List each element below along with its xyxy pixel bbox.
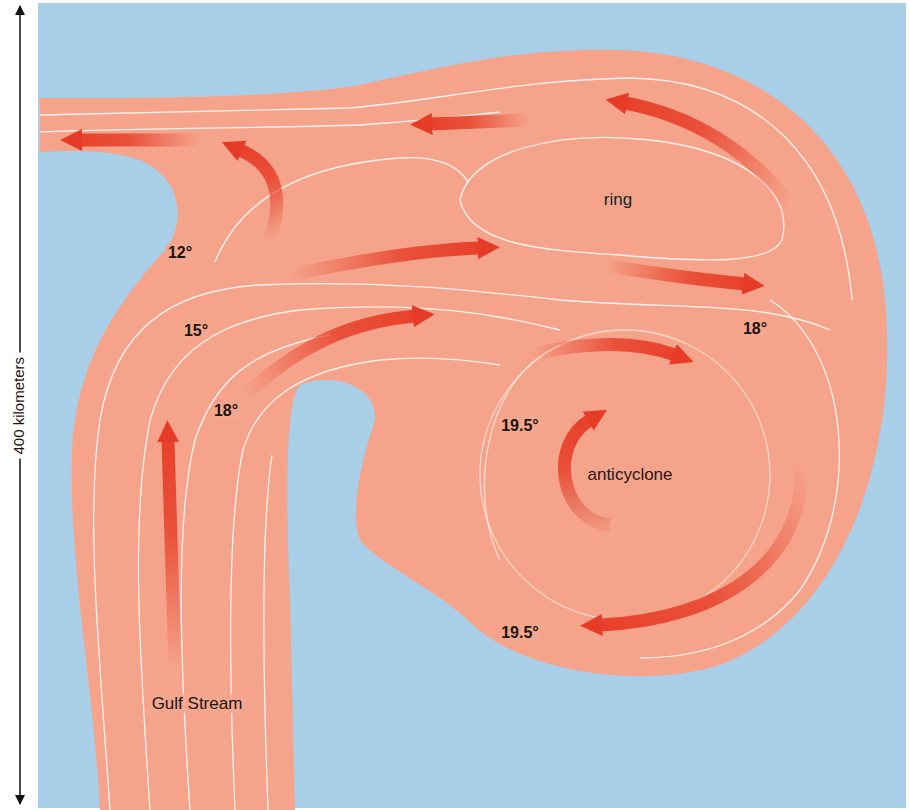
label-holder: 19.5° <box>499 417 541 434</box>
temperature-label: 19.5° <box>499 417 541 434</box>
flow-arrows <box>80 103 801 670</box>
node-title: anticyclone <box>577 465 672 485</box>
dimension-label: 400 kilometers <box>8 352 29 458</box>
temperature-label: 18° <box>741 320 769 337</box>
text-holder: Gulf Stream <box>150 694 245 714</box>
node-title: ring <box>604 190 632 210</box>
label-holder: 19.5° <box>499 624 541 641</box>
node-title: Gulf Stream <box>150 694 245 713</box>
label-holder: 400 kilometers <box>10 352 31 458</box>
temperature-label: 19.5° <box>499 624 541 641</box>
label-holder: 18° <box>212 402 241 419</box>
label-holder: 18° <box>741 320 770 337</box>
temperature-label: 15° <box>182 322 210 339</box>
stream-outline <box>40 50 887 810</box>
label-holder: 12° <box>166 244 195 261</box>
label-holder: 15° <box>182 322 211 339</box>
temperature-label: 12° <box>166 244 194 261</box>
temperature-label: 18° <box>212 402 240 419</box>
streamlines <box>40 78 852 810</box>
